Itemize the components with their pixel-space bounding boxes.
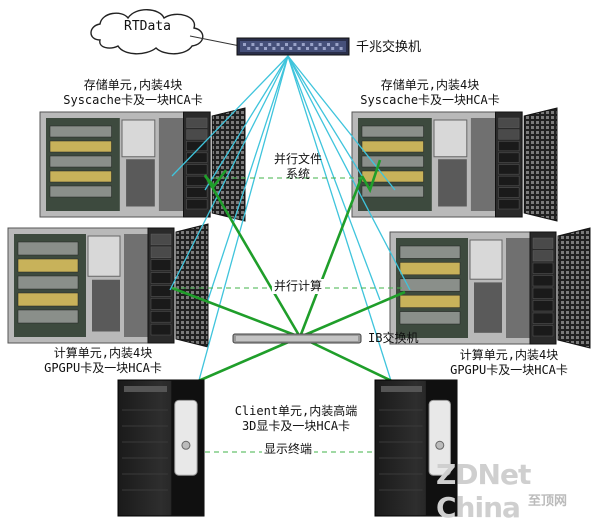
ethernet-link [287, 55, 411, 291]
infiniband-link [171, 286, 301, 339]
client-unit-label: Client单元,内装高端 3D显卡及一块HCA卡 [216, 404, 376, 434]
client-tower-left-icon [117, 379, 205, 517]
ethernet-link [287, 55, 393, 385]
ib-switch-label: IB交换机 [368, 331, 419, 345]
watermark-brand: ZDNet China [436, 458, 531, 518]
ethernet-link [204, 55, 289, 191]
compute-right-label: 计算单元,内装4块 GPGPU卡及一块HCA卡 [434, 348, 584, 378]
ethernet-link [171, 55, 289, 177]
infiniband-link [360, 159, 382, 194]
client-line1: Client单元,内装高端 [234, 404, 358, 418]
ib-switch-icon [232, 333, 362, 344]
cloud-uplink-line [189, 35, 241, 47]
infiniband-link [195, 335, 301, 384]
compute-right-line2: GPGPU卡及一块HCA卡 [450, 363, 568, 377]
infiniband-link [299, 290, 406, 339]
ethernet-link [197, 55, 289, 385]
infiniband-link [298, 175, 364, 338]
client-line2: 3D显卡及一块HCA卡 [241, 419, 351, 433]
rtdata-label: RTData [124, 19, 171, 34]
compute-left-line2: GPGPU卡及一块HCA卡 [44, 361, 162, 375]
compute-right-line1: 计算单元,内装4块 [459, 348, 559, 362]
compute-left-label: 计算单元,内装4块 GPGPU卡及一块HCA卡 [28, 346, 178, 376]
storage-left-label: 存储单元,内装4块 Syscache卡及一块HCA卡 [58, 78, 208, 108]
watermark-sub: 至顶网 [528, 494, 568, 509]
parallel-file-system-label: 并行文件 系统 [262, 152, 334, 182]
storage-right-line1: 存储单元,内装4块 [380, 78, 480, 92]
pfs-line2: 系统 [285, 167, 310, 181]
parallel-compute-label: 并行计算 [272, 279, 325, 294]
storage-unit-right-icon [351, 107, 558, 222]
storage-unit-left-icon [39, 107, 246, 222]
compute-left-line1: 计算单元,内装4块 [53, 346, 153, 360]
rtdata-cloud-icon [90, 9, 204, 55]
infiniband-link [204, 169, 228, 189]
ethernet-link [287, 55, 363, 177]
client-tower-right-icon [374, 379, 458, 517]
ethernet-link [169, 55, 289, 291]
compute-unit-right-icon [389, 227, 591, 349]
display-terminal-label: 显示终端 [262, 442, 315, 457]
gigabit-switch-icon [236, 37, 350, 56]
storage-right-line2: Syscache卡及一块HCA卡 [360, 93, 500, 107]
infiniband-link [203, 174, 302, 338]
ethernet-link [207, 55, 289, 301]
storage-left-line1: 存储单元,内装4块 [83, 78, 183, 92]
storage-right-label: 存储单元,内装4块 Syscache卡及一块HCA卡 [350, 78, 510, 108]
infiniband-link [299, 335, 395, 384]
pfs-line1: 并行文件 [273, 152, 322, 166]
compute-unit-left-icon [7, 223, 209, 348]
gigabit-switch-label: 千兆交换机 [356, 40, 422, 55]
storage-left-line2: Syscache卡及一块HCA卡 [63, 93, 203, 107]
